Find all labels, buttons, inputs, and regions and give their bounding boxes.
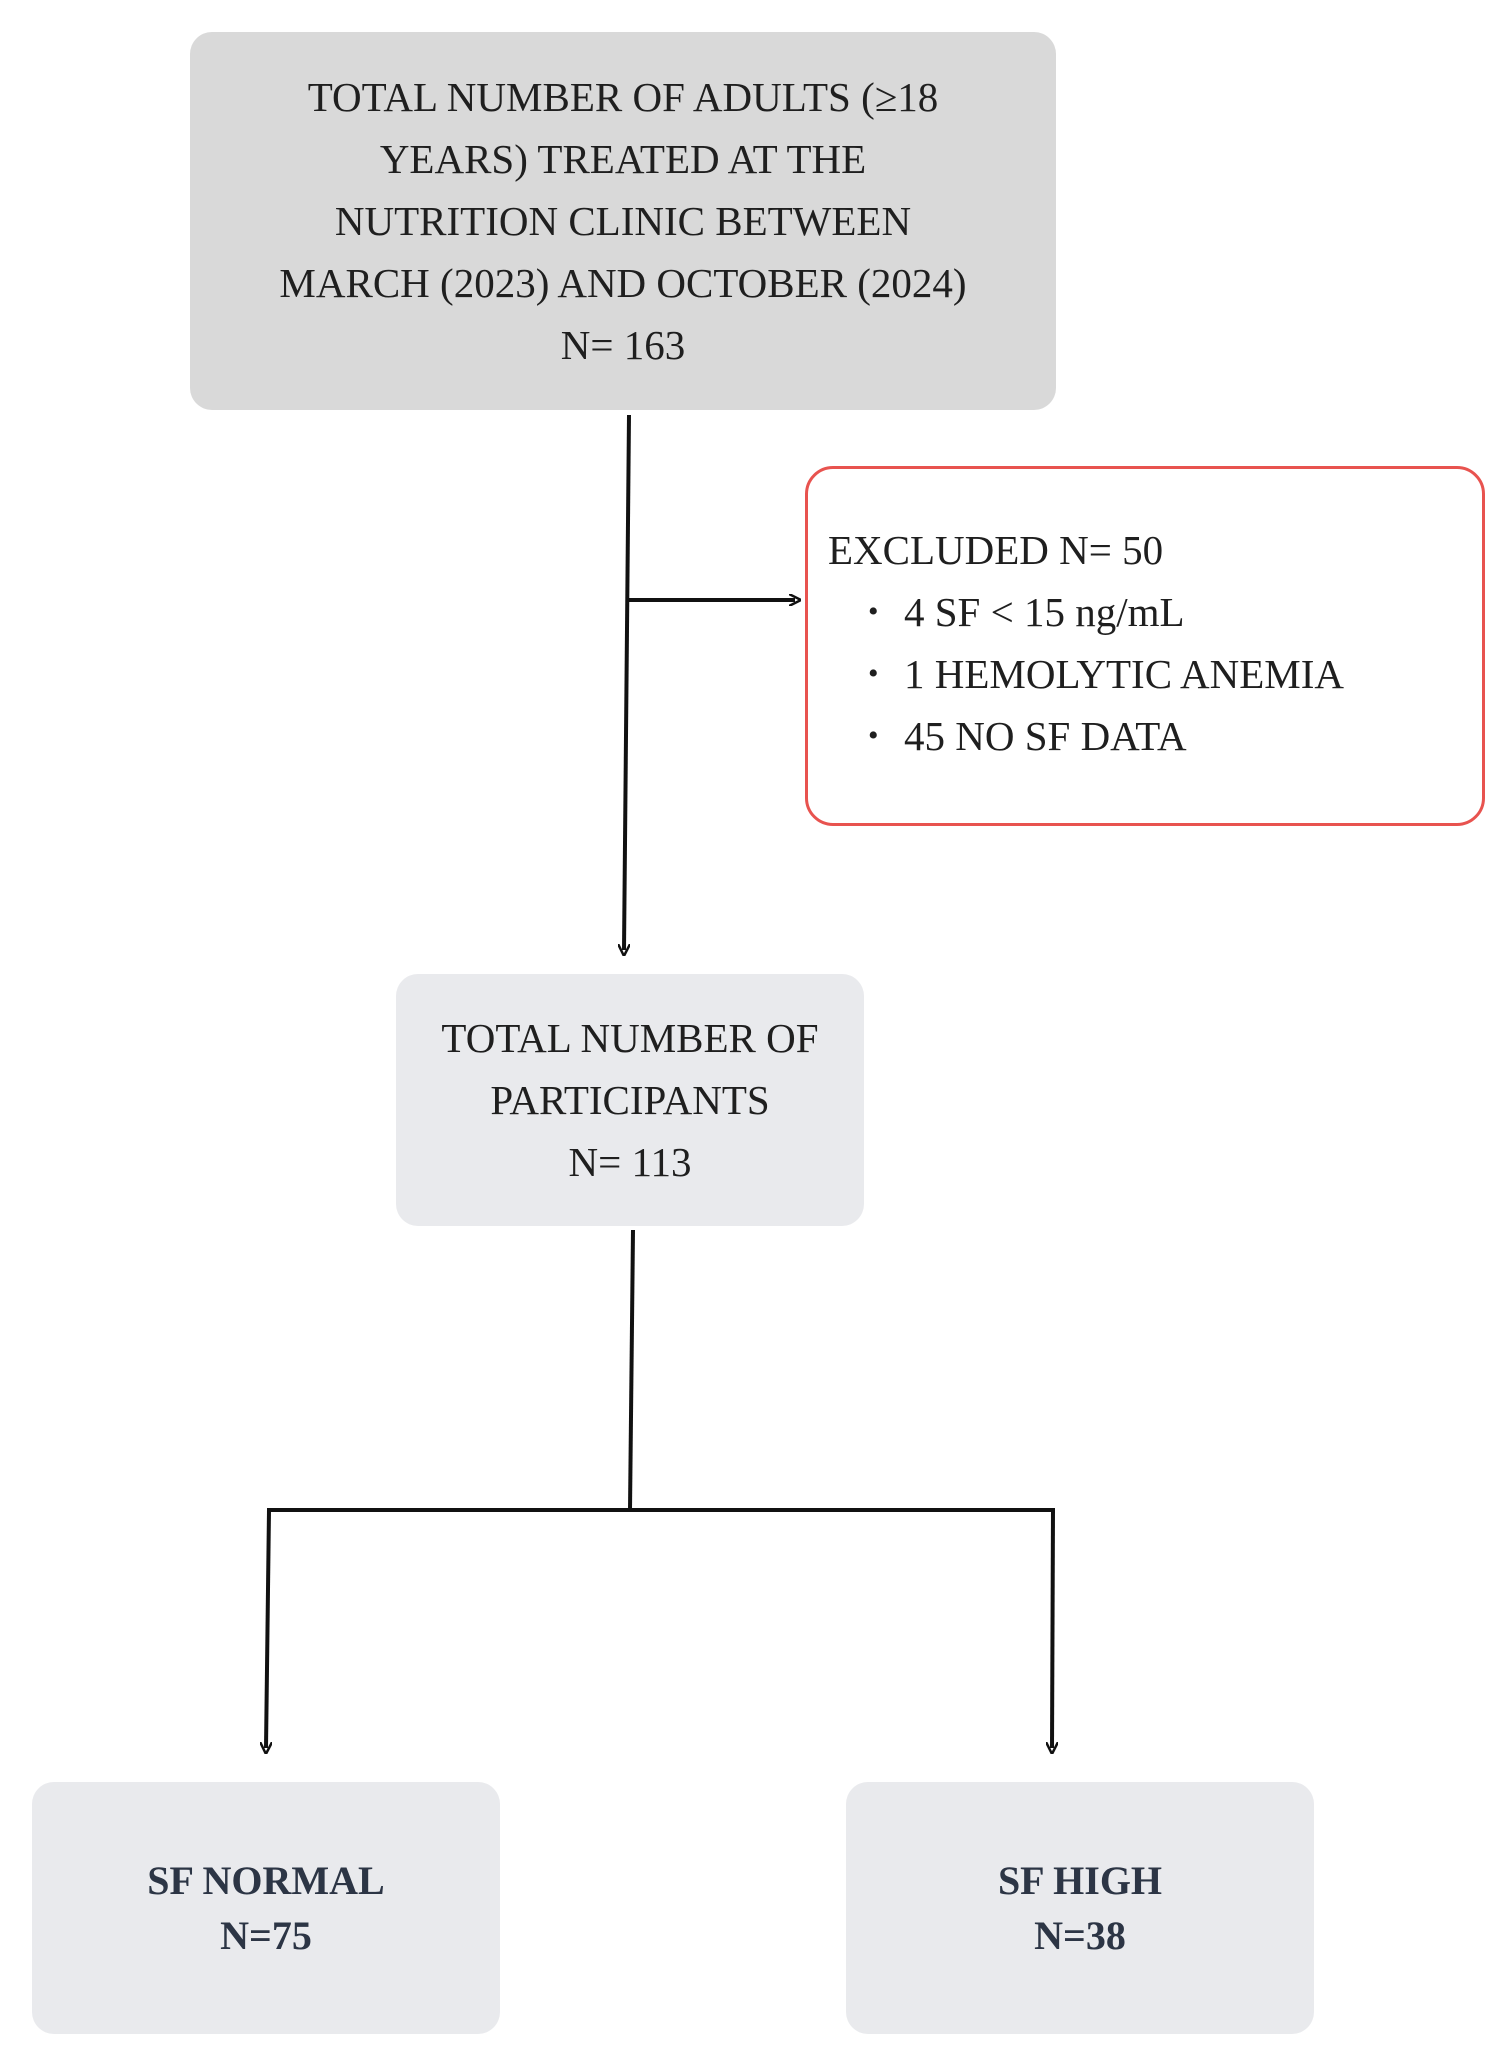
- total-adults-line-4: MARCH (2023) AND OCTOBER (2024): [279, 260, 967, 306]
- total-adults-line-2: YEARS) TREATED AT THE: [379, 136, 867, 182]
- left-branch-arrow: [266, 1509, 269, 1748]
- participants-box: TOTAL NUMBER OF PARTICIPANTS N= 113: [396, 974, 864, 1226]
- sf-normal-label: SF NORMAL: [147, 1858, 385, 1903]
- sf-normal-box: SF NORMAL N=75: [32, 1782, 500, 2034]
- participants-line-1: TOTAL NUMBER OF: [441, 1015, 819, 1061]
- total-adults-box: TOTAL NUMBER OF ADULTS (≥18 YEARS) TREAT…: [190, 32, 1056, 410]
- excluded-item-text: 45 NO SF DATA: [904, 713, 1187, 759]
- sf-high-label: SF HIGH: [997, 1858, 1163, 1903]
- sf-high-box: SF HIGH N=38: [846, 1782, 1314, 2034]
- total-adults-count: N= 163: [560, 322, 686, 368]
- excluded-list: • 4 SF < 15 ng/mL • 1 HEMOLYTIC ANEMIA • 45…: [828, 581, 1344, 767]
- main-vertical-arrow: [624, 414, 631, 950]
- sf-normal-count: N=75: [220, 1913, 312, 1958]
- bullet-icon: •: [868, 595, 879, 628]
- bullet-icon: •: [868, 657, 879, 690]
- excluded-item-text: 4 SF < 15 ng/mL: [904, 589, 1185, 635]
- participants-stem-line: [628, 1229, 635, 1511]
- excluded-title: EXCLUDED N= 50: [828, 527, 1164, 573]
- excluded-box: EXCLUDED N= 50 • 4 SF < 15 ng/mL • 1 HEMOL…: [805, 466, 1485, 826]
- excluded-item: • 4 SF < 15 ng/mL: [868, 581, 1344, 643]
- excluded-item: • 1 HEMOLYTIC ANEMIA: [868, 643, 1344, 705]
- total-adults-line-1: TOTAL NUMBER OF ADULTS (≥18: [307, 74, 939, 120]
- participants-count: N= 113: [568, 1139, 692, 1185]
- right-branch-arrow: [1052, 1509, 1053, 1748]
- bullet-icon: •: [868, 719, 879, 752]
- sf-high-count: N=38: [1034, 1913, 1126, 1958]
- participants-line-2: PARTICIPANTS: [490, 1077, 770, 1123]
- total-adults-line-3: NUTRITION CLINIC BETWEEN: [334, 198, 912, 244]
- excluded-item: • 45 NO SF DATA: [868, 705, 1344, 767]
- excluded-item-text: 1 HEMOLYTIC ANEMIA: [904, 651, 1345, 697]
